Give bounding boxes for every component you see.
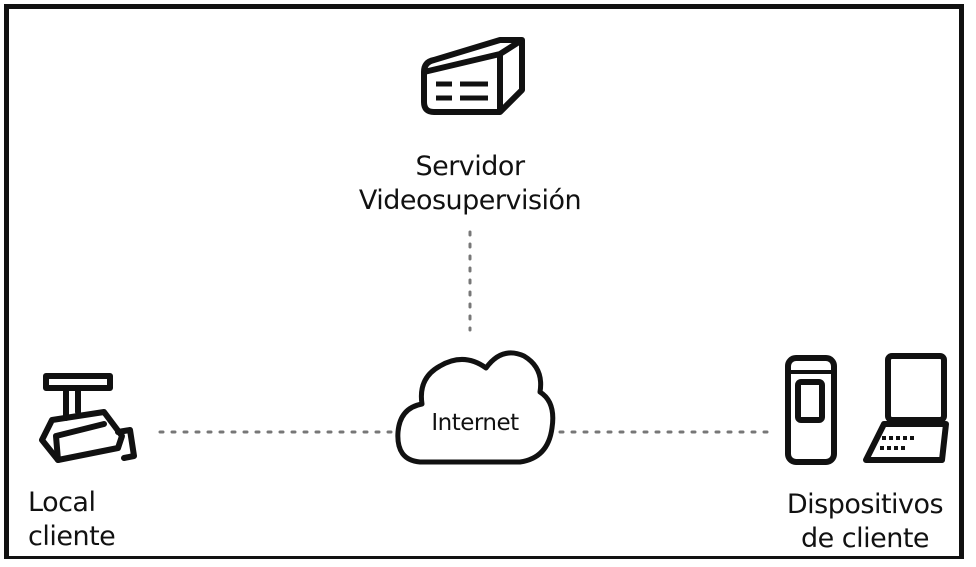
server-label: Servidor Videosupervisión bbox=[340, 150, 600, 218]
security-camera-icon bbox=[39, 373, 137, 463]
internet-label: Internet bbox=[431, 410, 519, 436]
camera-label-line1: Local bbox=[28, 487, 96, 518]
server-icon bbox=[421, 37, 525, 115]
server-label-line1: Servidor bbox=[415, 151, 525, 182]
devices-label-line2: de cliente bbox=[800, 523, 930, 554]
devices-label-line1: Dispositivos bbox=[786, 489, 944, 520]
camera-label: Local cliente bbox=[28, 486, 158, 554]
camera-label-line2: cliente bbox=[28, 521, 116, 552]
mobile-phone-icon bbox=[785, 355, 837, 465]
server-label-line2: Videosupervisión bbox=[358, 185, 582, 216]
cloud-icon bbox=[395, 350, 556, 465]
devices-label: Dispositivos de cliente bbox=[770, 488, 960, 556]
laptop-icon bbox=[863, 353, 949, 463]
